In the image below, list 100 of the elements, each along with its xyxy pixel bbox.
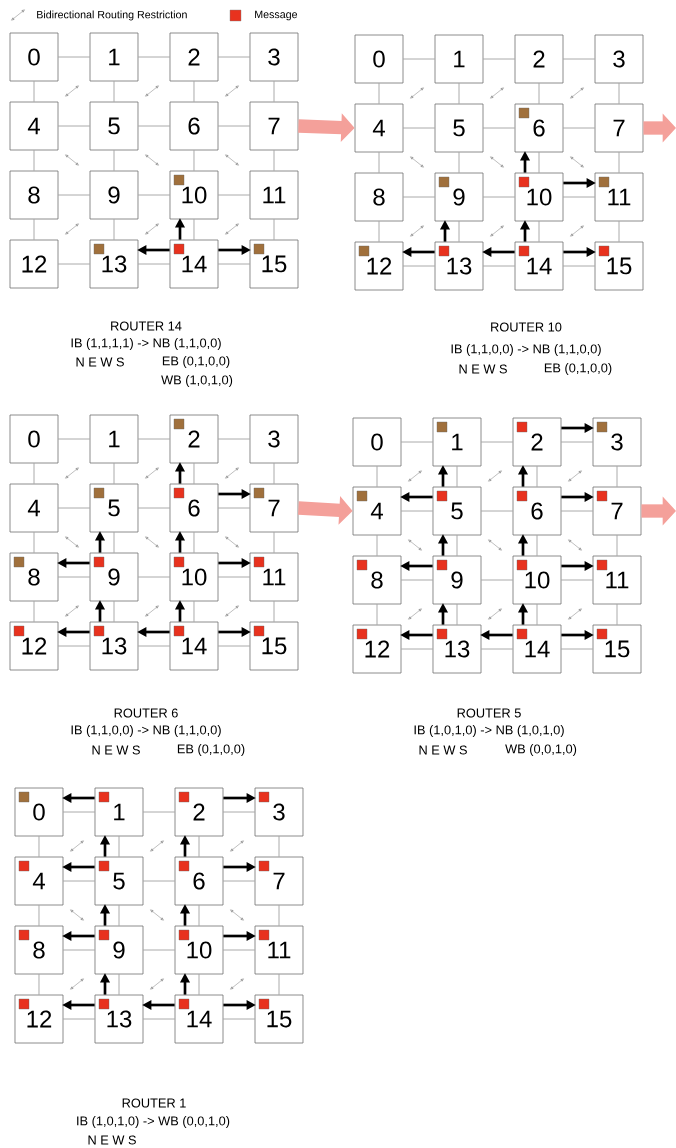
- router-box: 6: [174, 856, 224, 906]
- link-line: [616, 604, 618, 625]
- caption-text: WB (1,0,1,0): [161, 375, 233, 387]
- router-box: 7: [249, 101, 299, 151]
- link-line: [138, 194, 170, 196]
- legend-text: Message: [255, 10, 298, 21]
- link-line: [278, 974, 280, 995]
- caption-text: IB (1,0,1,0) -> NB (1,0,1,0): [414, 725, 564, 737]
- link-line: [273, 463, 275, 484]
- router-box: 9: [432, 555, 482, 605]
- router-box: 4: [354, 103, 404, 153]
- router-box: 12: [354, 241, 404, 291]
- link-line: [458, 221, 460, 242]
- link-line: [376, 466, 378, 487]
- router-box: 2: [174, 787, 224, 837]
- router-box: 8: [352, 555, 402, 605]
- link-line: [33, 81, 35, 102]
- router-box: 13: [434, 241, 484, 291]
- caption-text: IB (1,1,1,1) -> NB (1,1,0,0): [71, 338, 221, 350]
- router-box: 7: [254, 856, 304, 906]
- link-line: [193, 81, 195, 102]
- router-box: 13: [89, 621, 139, 671]
- link-line: [218, 194, 250, 196]
- link-line: [38, 905, 40, 926]
- router-box: 11: [594, 172, 644, 222]
- router-box: 8: [9, 170, 59, 220]
- link-line: [193, 463, 195, 484]
- link-line: [198, 974, 200, 995]
- router-box: 12: [352, 624, 402, 674]
- caption-text: EB (0,1,0,0): [177, 744, 245, 756]
- link-line: [376, 535, 378, 556]
- link-line: [563, 127, 595, 129]
- router-box: 0: [9, 414, 59, 464]
- link-line: [33, 463, 35, 484]
- router-box: 2: [169, 414, 219, 464]
- legend-text: Bidirectional Routing Restriction: [37, 10, 187, 21]
- router-box: 3: [594, 34, 644, 84]
- link-line: [33, 532, 35, 553]
- link-line: [401, 441, 433, 443]
- router-box: 1: [89, 32, 139, 82]
- link-line: [273, 150, 275, 171]
- link-line: [113, 219, 115, 240]
- router-box: 13: [89, 239, 139, 289]
- link-line: [218, 645, 250, 647]
- link-line: [538, 83, 540, 104]
- link-line: [223, 880, 255, 882]
- link-line: [401, 648, 433, 650]
- link-line: [58, 576, 90, 578]
- link-line: [273, 81, 275, 102]
- link-line: [483, 196, 515, 198]
- link-line: [616, 466, 618, 487]
- router-box: 5: [434, 103, 484, 153]
- router-box: 4: [352, 486, 402, 536]
- link-line: [38, 836, 40, 857]
- link-line: [58, 263, 90, 265]
- link-line: [193, 219, 195, 240]
- caption-text: ROUTER 5: [457, 708, 521, 718]
- link-line: [218, 125, 250, 127]
- link-line: [193, 532, 195, 553]
- link-line: [561, 510, 593, 512]
- link-line: [536, 535, 538, 556]
- link-line: [223, 949, 255, 951]
- router-box: 0: [352, 417, 402, 467]
- router-box: 10: [512, 555, 562, 605]
- link-line: [561, 441, 593, 443]
- link-line: [456, 604, 458, 625]
- caption-text: N E W S: [76, 357, 124, 367]
- link-line: [193, 601, 195, 622]
- link-line: [218, 438, 250, 440]
- router-box: 3: [249, 32, 299, 82]
- link-line: [378, 152, 380, 173]
- caption-text: ROUTER 14: [111, 321, 182, 331]
- link-line: [113, 463, 115, 484]
- link-line: [561, 579, 593, 581]
- link-line: [616, 535, 618, 556]
- link-line: [563, 58, 595, 60]
- router-box: 9: [89, 552, 139, 602]
- link-line: [118, 836, 120, 857]
- link-line: [58, 125, 90, 127]
- caption-text: IB (1,1,0,0) -> NB (1,1,0,0): [71, 725, 221, 737]
- link-line: [138, 576, 170, 578]
- router-box: 15: [592, 624, 642, 674]
- router-box: 8: [14, 925, 64, 975]
- link-line: [401, 510, 433, 512]
- link-line: [403, 196, 435, 198]
- link-line: [403, 127, 435, 129]
- router-box: 6: [514, 103, 564, 153]
- link-line: [138, 507, 170, 509]
- link-line: [138, 125, 170, 127]
- router-box: 2: [512, 417, 562, 467]
- link-line: [561, 648, 593, 650]
- link-line: [63, 1018, 95, 1020]
- link-line: [378, 83, 380, 104]
- link-line: [458, 152, 460, 173]
- link-line: [33, 219, 35, 240]
- router-box: 13: [432, 624, 482, 674]
- router-box: 13: [94, 994, 144, 1044]
- router-box: 14: [169, 621, 219, 671]
- link-line: [536, 604, 538, 625]
- router-box: 3: [249, 414, 299, 464]
